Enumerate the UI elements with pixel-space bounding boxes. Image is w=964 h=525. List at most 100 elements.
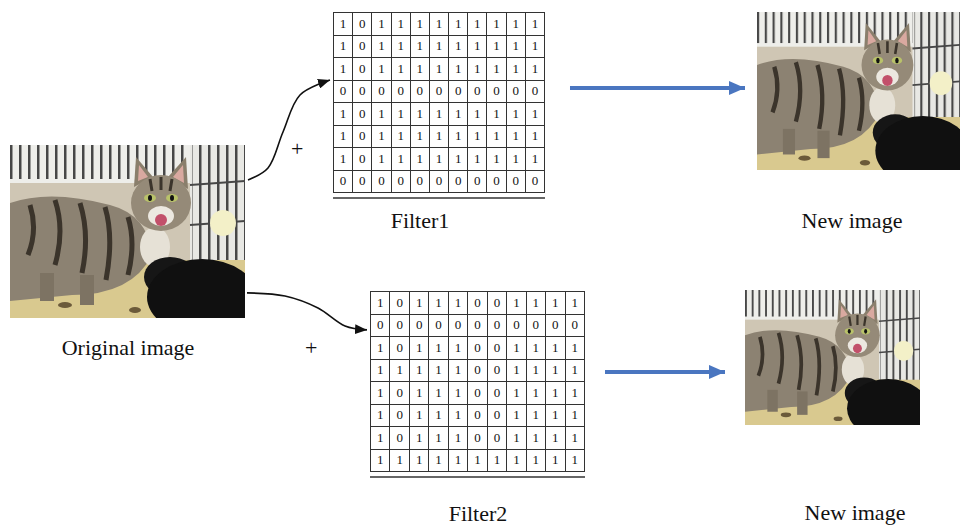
- table-cell: 1: [507, 405, 526, 428]
- table-cell: 1: [487, 126, 506, 149]
- table-cell: 1: [449, 36, 468, 59]
- table-cell: 0: [468, 81, 487, 104]
- table-cell: 1: [429, 292, 448, 315]
- table-cell: 0: [390, 292, 409, 315]
- table-cell: 0: [353, 103, 372, 126]
- table-cell: 1: [527, 382, 546, 405]
- table-cell: 0: [526, 81, 545, 104]
- table-cell: 1: [410, 382, 429, 405]
- table-cell: 1: [487, 58, 506, 81]
- cat-photo: [10, 145, 257, 335]
- filter-grid: 1011100111100000000000101110011111111100…: [370, 291, 585, 472]
- table-cell: 1: [507, 450, 526, 473]
- table-cell: 1: [507, 58, 526, 81]
- table-cell: 0: [371, 315, 390, 338]
- table-cell: 1: [449, 148, 468, 171]
- table-cell: 1: [487, 13, 506, 36]
- table-cell: 1: [487, 103, 506, 126]
- table-cell: 1: [429, 382, 448, 405]
- table-cell: 1: [546, 427, 565, 450]
- table-cell: 0: [527, 315, 546, 338]
- table-cell: 1: [449, 427, 468, 450]
- table-cell: 1: [449, 58, 468, 81]
- table-cell: 1: [507, 36, 526, 59]
- table-cell: 0: [487, 81, 506, 104]
- table-cell: 1: [429, 427, 448, 450]
- table-cell: 1: [410, 292, 429, 315]
- table-cell: 0: [334, 171, 353, 194]
- table-cell: 0: [411, 171, 430, 194]
- table-cell: 0: [468, 405, 487, 428]
- table-cell: 0: [468, 360, 487, 383]
- table-cell: 1: [526, 58, 545, 81]
- table-cell: 1: [527, 427, 546, 450]
- table-cell: 1: [566, 292, 585, 315]
- table-cell: 0: [526, 171, 545, 194]
- table-cell: 0: [488, 427, 507, 450]
- input-arrow: [247, 293, 367, 330]
- table-cell: 1: [468, 126, 487, 149]
- table-cell: 1: [411, 148, 430, 171]
- table-cell: 0: [468, 427, 487, 450]
- table-cell: 0: [353, 126, 372, 149]
- table-cell: 1: [392, 58, 411, 81]
- caption: Original image: [62, 335, 195, 360]
- caption: Filter1: [391, 208, 450, 233]
- table-cell: 1: [430, 103, 449, 126]
- table-cell: 1: [468, 58, 487, 81]
- table-cell: 1: [371, 337, 390, 360]
- table-cell: 0: [468, 292, 487, 315]
- table-cell: 1: [526, 103, 545, 126]
- image-panel: New image: [757, 12, 960, 170]
- table-cell: 1: [546, 292, 565, 315]
- table-cell: 0: [488, 315, 507, 338]
- table-cell: 1: [449, 337, 468, 360]
- table-cell: 1: [390, 450, 409, 473]
- table-cell: 0: [390, 405, 409, 428]
- table-cell: 0: [468, 171, 487, 194]
- table-cell: 1: [372, 103, 391, 126]
- table-cell: 0: [372, 81, 391, 104]
- table-cell: 1: [429, 405, 448, 428]
- table-cell: 1: [411, 13, 430, 36]
- table-cell: 1: [527, 337, 546, 360]
- table-cell: 1: [526, 148, 545, 171]
- table-cell: 0: [353, 58, 372, 81]
- table-cell: 1: [546, 405, 565, 428]
- table-cell: 1: [430, 58, 449, 81]
- table-cell: 0: [449, 315, 468, 338]
- table-cell: 0: [430, 171, 449, 194]
- table-cell: 1: [449, 13, 468, 36]
- table-cell: 0: [488, 292, 507, 315]
- table-cell: 1: [566, 450, 585, 473]
- table-cell: 0: [468, 382, 487, 405]
- table-cell: 0: [468, 315, 487, 338]
- table-cell: 1: [488, 450, 507, 473]
- input-arrow: [248, 80, 330, 180]
- table-cell: 0: [390, 427, 409, 450]
- table-cell: 0: [390, 337, 409, 360]
- table-cell: 1: [566, 337, 585, 360]
- table-cell: 1: [566, 405, 585, 428]
- table-cell: 1: [371, 405, 390, 428]
- table-cell: 1: [411, 36, 430, 59]
- table-cell: 1: [372, 58, 391, 81]
- table-cell: 1: [410, 337, 429, 360]
- table-cell: 1: [429, 450, 448, 473]
- table-cell: 1: [410, 405, 429, 428]
- table-cell: 0: [488, 405, 507, 428]
- table-cell: 1: [507, 427, 526, 450]
- table-cell: 1: [526, 126, 545, 149]
- table-cell: 1: [507, 13, 526, 36]
- table-cell: 1: [430, 36, 449, 59]
- table-cell: 1: [410, 360, 429, 383]
- table-cell: 1: [334, 13, 353, 36]
- table-cell: 1: [334, 126, 353, 149]
- operator-label: +: [289, 138, 305, 160]
- image-panel: New image: [745, 290, 920, 425]
- table-cell: 0: [353, 148, 372, 171]
- table-cell: 0: [353, 171, 372, 194]
- table-cell: 1: [371, 450, 390, 473]
- table-cell: 1: [566, 360, 585, 383]
- table-cell: 1: [449, 450, 468, 473]
